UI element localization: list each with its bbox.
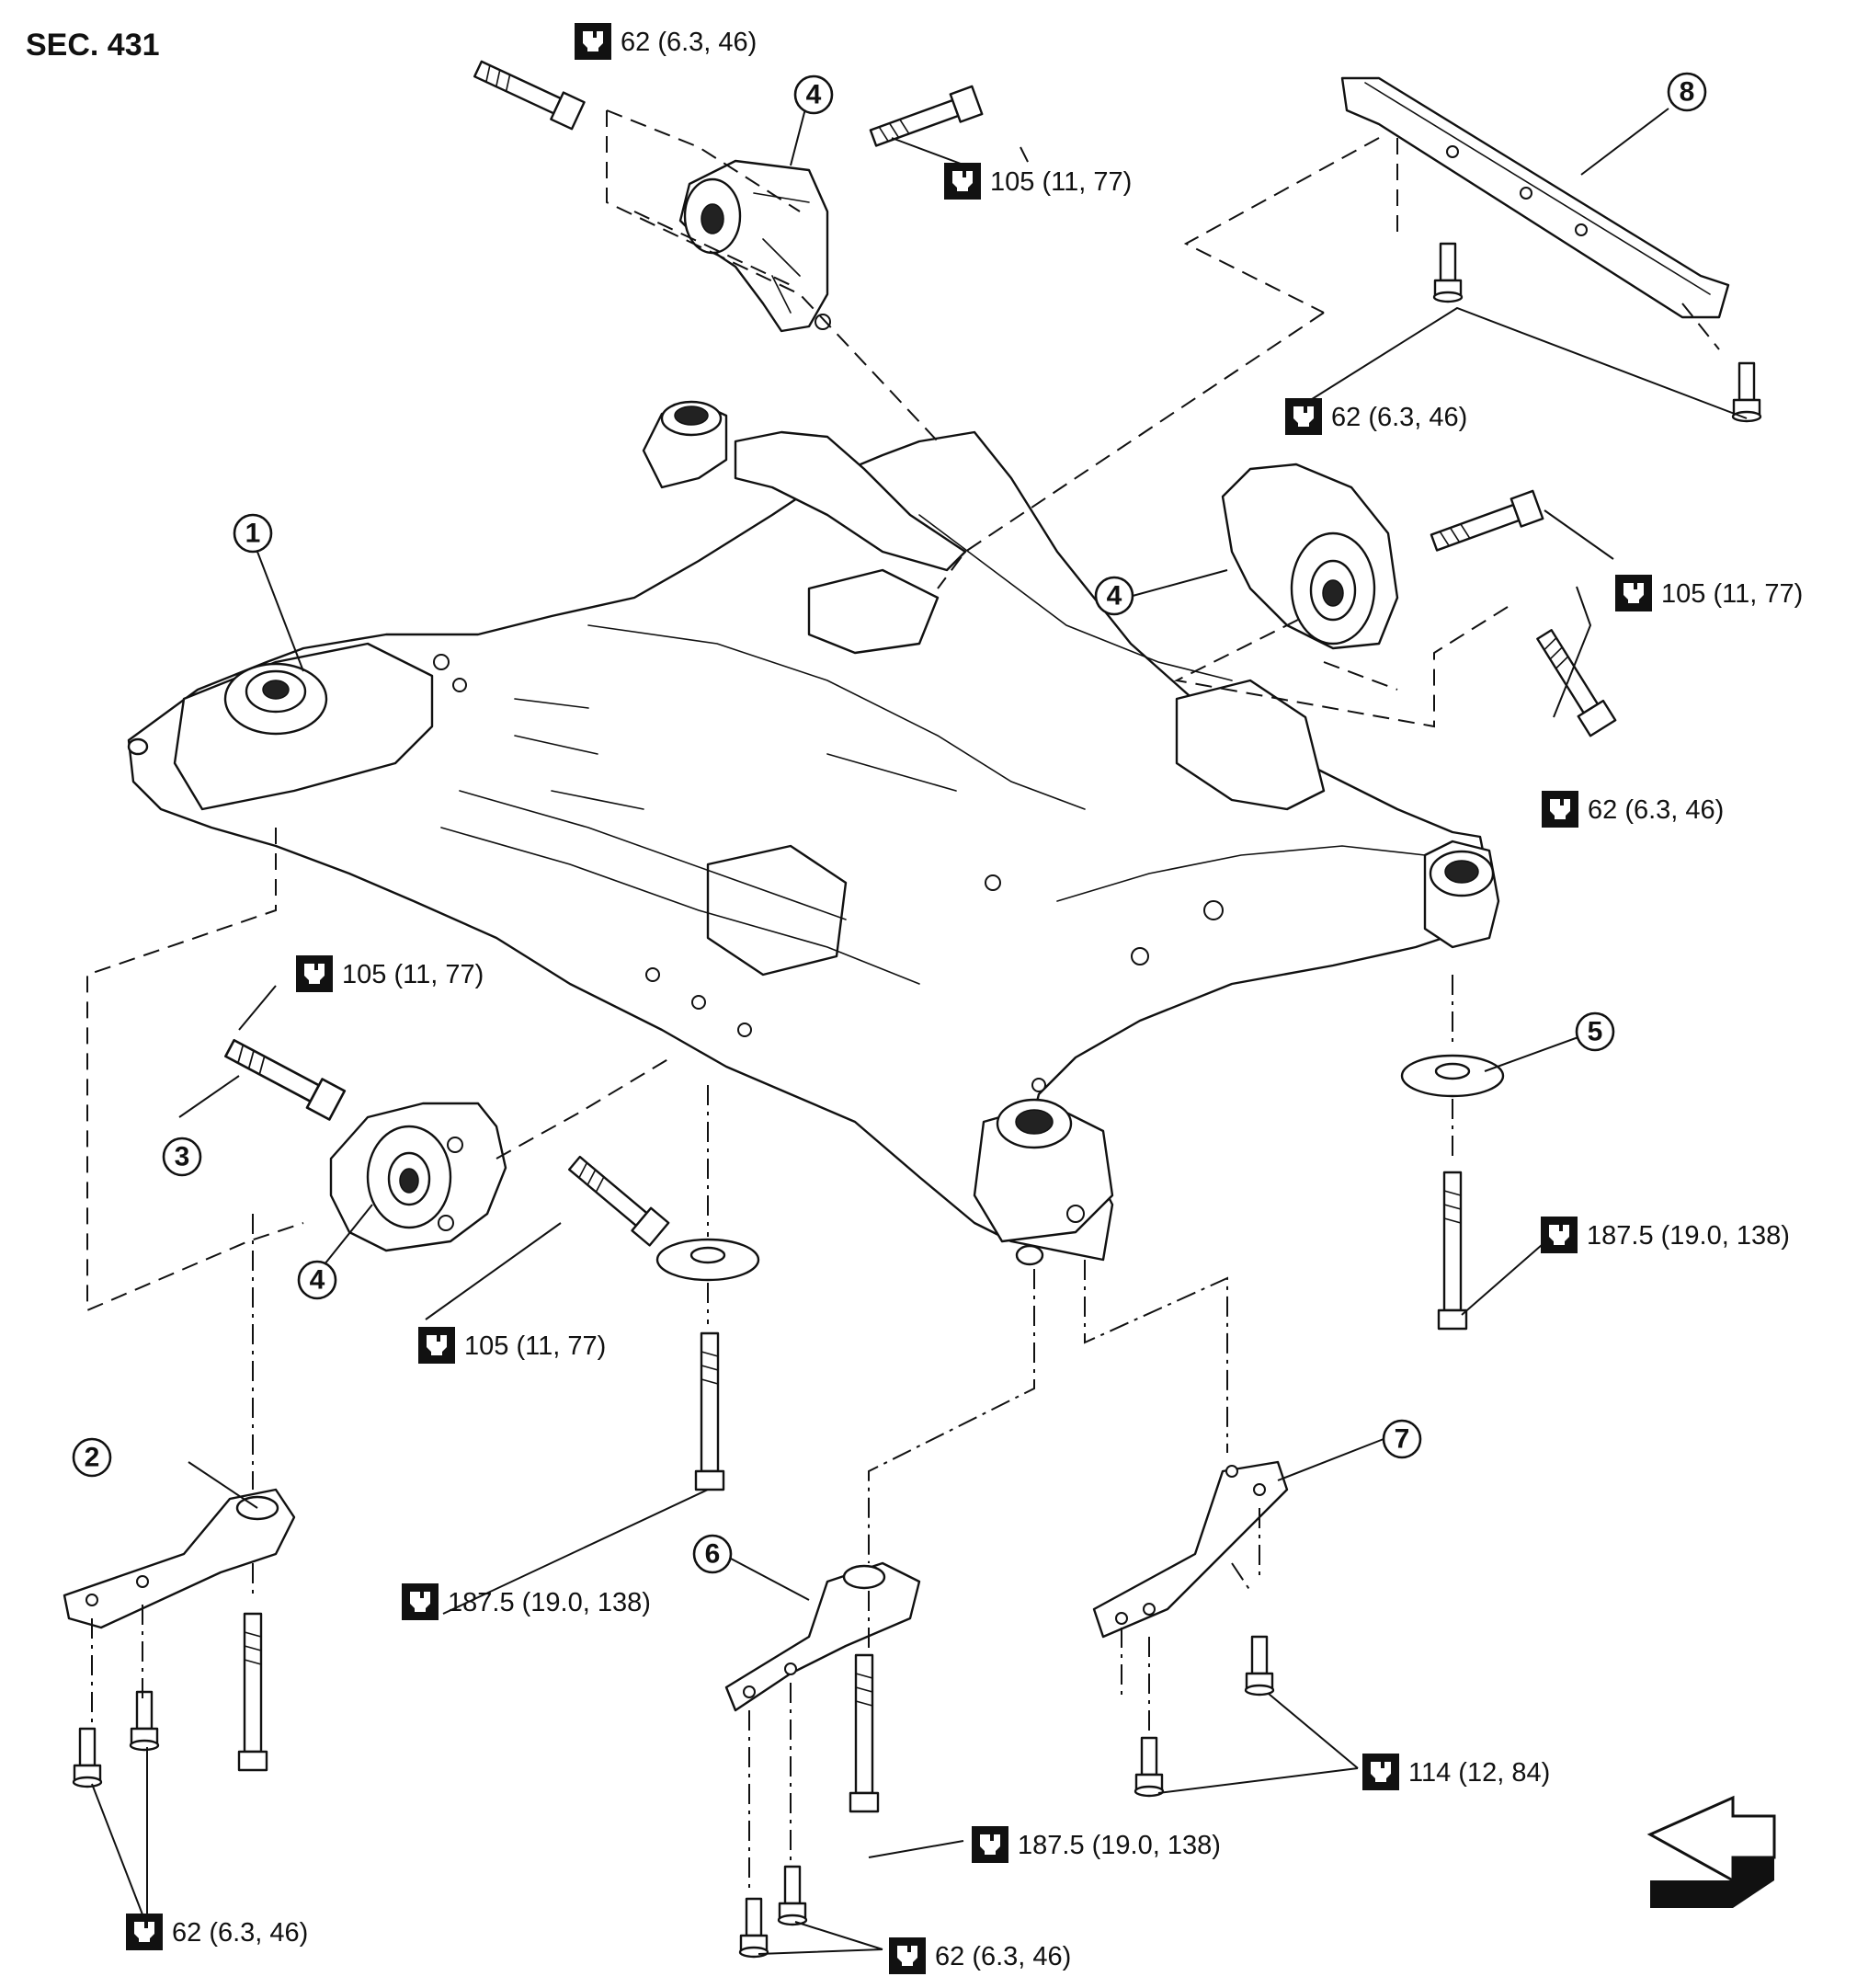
bracket-center: [724, 1561, 921, 1712]
torque-value: 62 (6.3, 46): [1588, 795, 1724, 825]
callout-6: 6: [692, 1534, 733, 1574]
svg-text:6: 6: [705, 1539, 721, 1570]
torque-spec-12: 62 (6.3, 46): [126, 1914, 308, 1950]
torque-wrench-icon: [1542, 791, 1578, 828]
svg-text:3: 3: [175, 1142, 190, 1172]
svg-text:4: 4: [310, 1265, 325, 1296]
torque-value: 105 (11, 77): [464, 1331, 606, 1361]
callout-4-upper: 4: [793, 74, 834, 115]
svg-text:5: 5: [1588, 1017, 1603, 1047]
torque-spec-13: 62 (6.3, 46): [889, 1937, 1071, 1974]
torque-value: 105 (11, 77): [342, 960, 484, 989]
callout-2: 2: [72, 1437, 112, 1478]
svg-text:4: 4: [1107, 581, 1122, 611]
bracket-left: [63, 1488, 296, 1629]
engine-mount-upper: [678, 159, 831, 333]
engine-mount-right: [1221, 463, 1399, 650]
section-number: SEC. 431: [26, 28, 160, 63]
torque-wrench-icon: [944, 163, 981, 200]
engine-mount-left: [329, 1102, 507, 1252]
torque-value: 62 (6.3, 46): [172, 1918, 308, 1948]
bracket-right: [1092, 1460, 1289, 1639]
torque-value: 114 (12, 84): [1408, 1758, 1550, 1788]
assembly-lines: [86, 109, 1720, 1894]
torque-wrench-icon: [575, 23, 611, 60]
torque-wrench-icon: [889, 1937, 926, 1974]
callout-7: 7: [1382, 1419, 1422, 1459]
torque-spec-10: 187.5 (19.0, 138): [972, 1826, 1221, 1863]
torque-wrench-icon: [418, 1327, 455, 1364]
callout-1: 1: [233, 513, 273, 554]
callout-5: 5: [1575, 1011, 1615, 1052]
torque-wrench-icon: [1615, 575, 1652, 611]
torque-spec-6: 105 (11, 77): [296, 955, 484, 992]
torque-spec-7: 105 (11, 77): [418, 1327, 606, 1364]
svg-text:2: 2: [85, 1443, 100, 1473]
torque-wrench-icon: [402, 1583, 439, 1620]
torque-value: 62 (6.3, 46): [935, 1942, 1071, 1971]
torque-value: 105 (11, 77): [990, 167, 1132, 197]
front-direction-arrow-icon: [1646, 1795, 1776, 1908]
torque-spec-9: 187.5 (19.0, 138): [402, 1583, 651, 1620]
torque-spec-4: 105 (11, 77): [1615, 575, 1803, 611]
svg-text:7: 7: [1395, 1424, 1410, 1455]
torque-spec-5: 62 (6.3, 46): [1542, 791, 1724, 828]
leader-lines: [91, 94, 1748, 1955]
torque-value: 187.5 (19.0, 138): [1587, 1221, 1790, 1251]
torque-wrench-icon: [1285, 398, 1322, 435]
section-label: SEC. 431: [26, 28, 160, 63]
torque-value: 62 (6.3, 46): [1331, 403, 1467, 432]
torque-spec-8: 187.5 (19.0, 138): [1541, 1217, 1790, 1253]
torque-wrench-icon: [1362, 1754, 1399, 1790]
callout-3: 3: [162, 1137, 202, 1177]
svg-text:1: 1: [245, 519, 261, 549]
svg-text:8: 8: [1680, 77, 1695, 108]
suspension-member: [127, 400, 1500, 1266]
torque-spec-11: 114 (12, 84): [1362, 1754, 1550, 1790]
torque-value: 187.5 (19.0, 138): [1018, 1831, 1221, 1860]
torque-wrench-icon: [972, 1826, 1008, 1863]
torque-wrench-icon: [126, 1914, 163, 1950]
reinforcement-bar: [1340, 76, 1730, 319]
torque-wrench-icon: [296, 955, 333, 992]
torque-value: 187.5 (19.0, 138): [448, 1588, 651, 1617]
torque-value: 105 (11, 77): [1661, 579, 1803, 609]
callout-4-right: 4: [1094, 576, 1134, 616]
torque-spec-2: 105 (11, 77): [944, 163, 1132, 200]
torque-value: 62 (6.3, 46): [621, 28, 757, 57]
callout-8: 8: [1667, 72, 1707, 112]
torque-wrench-icon: [1541, 1217, 1578, 1253]
svg-text:4: 4: [806, 80, 822, 110]
torque-spec-1: 62 (6.3, 46): [575, 23, 757, 60]
torque-spec-3: 62 (6.3, 46): [1285, 398, 1467, 435]
callout-4-left: 4: [297, 1260, 337, 1300]
washer-right: [1400, 1054, 1505, 1098]
washer-center: [655, 1238, 760, 1282]
